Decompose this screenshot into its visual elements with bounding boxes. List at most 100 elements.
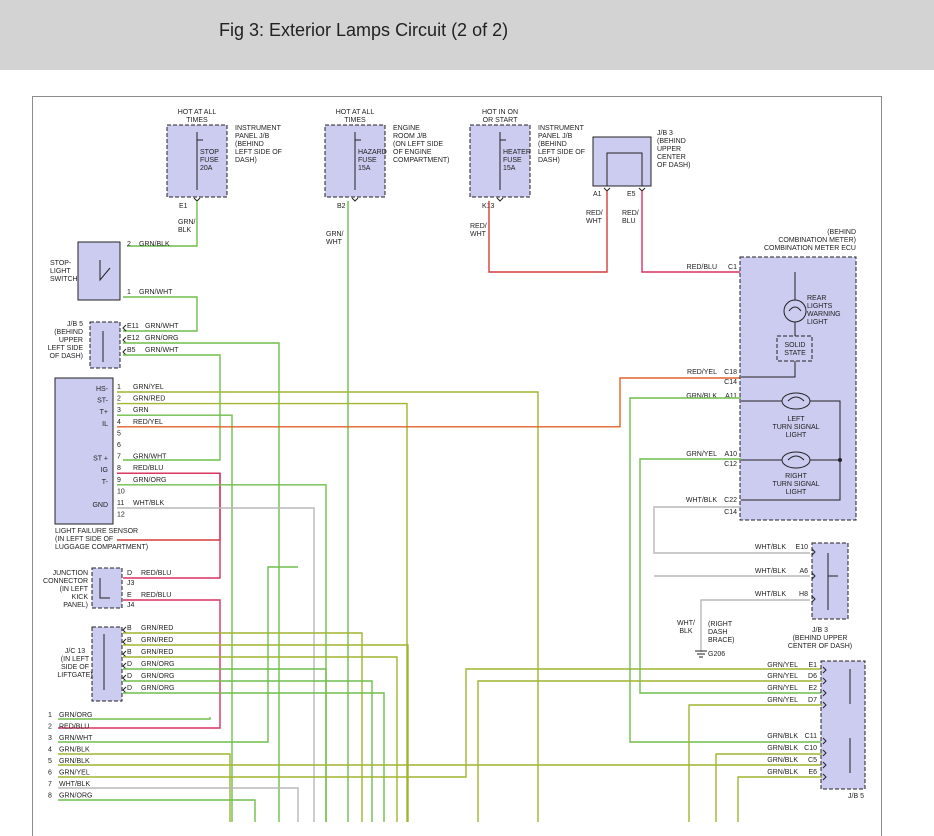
sensor-pin-number: 8 [117,465,121,472]
stop-fuse-fuse-label: 20A [200,165,213,172]
jb3-right-pin-label: E10 [796,544,809,551]
left-turn-signal-label: LEFT [787,416,805,423]
stop-fuse-location-label: DASH) [235,157,257,164]
rear-lights-warning-label: REAR [807,295,826,302]
jb3-right-wire-label: WHT/BLK [755,568,786,575]
jb3-right-wire-label: WHT/BLK [755,544,786,551]
hazard-fuse-fuse-label: 15A [358,165,371,172]
rear-lights-warning-label: WARNING [807,311,841,318]
bottom-left-pin-number: 2 [48,724,52,731]
sensor-terminal-label: ST- [97,398,109,405]
bottom-left-wire-label: GRN/WHT [59,735,93,742]
heater-fuse-location-label: PANEL J/B [538,133,573,140]
left-turn-signal-label: LIGHT [786,432,807,439]
sensor-terminal-label: GND [92,502,108,509]
jc13-label: J/C 13 [65,648,85,655]
jb5-left-box [89,321,121,369]
wire-bl-3 [58,566,298,743]
jb3-right-label: J/B 3 [812,627,828,634]
junction-label: JUNCTION [53,570,88,577]
heater-fuse-wire-label: WHT [470,231,487,238]
jc13-pin-letter: B [127,625,132,632]
bottom-left-wire-label: GRN/BLK [59,747,90,754]
right-turn-signal-label: TURN SIGNAL [772,481,819,488]
stoplight-switch-label: SWITCH [50,276,78,283]
jc13-pin-mark [122,650,127,658]
jb5-left-wire-label: GRN/WHT [145,347,179,354]
wire-jc13-4 [123,668,327,822]
wire-jc13-2 [123,644,409,822]
sensor-pin-number: 1 [117,384,121,391]
jc13-label: (IN LEFT [61,656,90,663]
jb5-right-pin-mark [822,761,827,769]
jb3-top-box [592,136,652,187]
junction-label: PANEL) [63,602,88,609]
junction-pin-letter: D [127,570,132,577]
jb5-left-pin-mark [122,324,127,332]
stoplight-wire-grn-blk: GRN/BLK [139,241,170,248]
junction-connector-id: J4 [127,602,135,609]
jb3-right-label: (BEHIND UPPER [793,635,848,642]
stoplight-switch-contact [99,260,111,282]
jb5-right-pin-label: D6 [808,673,817,680]
heater-fuse-location-label: (BEHIND [538,141,567,148]
jb5-right-pin-mark [822,677,827,685]
jc13-pin-mark [122,638,127,646]
jb3-right-pin-mark [811,572,816,580]
sensor-label: (IN LEFT SIDE OF [55,536,113,543]
ground-name: G206 [708,651,725,658]
meter-internal-wiring [741,272,796,378]
jb5-left-pin-mark [122,348,127,356]
jb5-right-wire-label: GRN/YEL [767,697,798,704]
jb5-right-wire-label: GRN/BLK [767,745,798,752]
jb5-left-pin-label: E11 [127,323,139,330]
bottom-left-wire-label: GRN/YEL [59,770,90,777]
meter-pin-label: C14 [724,509,737,516]
jc13-wire-label: GRN/RED [141,625,173,632]
stop-fuse-location-label: PANEL J/B [235,133,270,140]
sensor-pin-number: 11 [117,500,124,507]
sensor-terminal-label: ST + [93,456,108,463]
stop-fuse-hot-label: TIMES [186,117,208,124]
jb3-right-pin-label: H8 [799,591,808,598]
wire-bl-7 [58,787,299,822]
wire-meter-a10 [639,458,822,694]
right-turn-signal-label: LIGHT [786,489,807,496]
jb5-right-wire-label: GRN/BLK [767,757,798,764]
jb5-right-pin-label: C11 [805,733,817,740]
jb3-top-bus [606,152,643,186]
rear-lights-warning-filament [788,306,802,312]
stop-fuse-pin-label: E1 [179,203,188,210]
meter-pin-label: A11 [725,393,737,400]
sensor-terminal-label: HS- [96,386,109,393]
junction-box [91,567,123,609]
solid-state-label: SOLID [784,342,805,349]
stoplight-switch-label: STOP- [50,260,72,267]
right-turn-signal-label: RIGHT [785,473,808,480]
ground-location-label: (RIGHT [708,621,733,628]
jb5-right-wire-label: GRN/BLK [767,769,798,776]
jc13-pin-letter: D [127,661,132,668]
wire-jb5-c10 [715,753,822,822]
wire-jb5-e6 [737,776,822,822]
jb3-top-label: (BEHIND [657,138,686,145]
heater-fuse-pin-label: K13 [482,203,495,210]
wire-sensor-gnd [117,507,315,822]
solid-state-box [776,335,813,362]
wire-jb5-b5 [123,354,221,461]
jb5-right-pin-mark [822,666,827,674]
ground-location-label: BRACE) [708,637,734,644]
wire-meter-c22 [653,506,810,554]
stop-fuse-fuse-label: STOP [200,149,219,156]
jb3-right-label: CENTER OF DASH) [788,643,852,650]
jc13-pin-mark [122,686,127,694]
combination-meter-title: COMBINATION METER) [778,237,856,244]
jb5-left-label: (BEHIND [54,329,83,336]
right-turn-signal-filament [787,455,805,461]
jb3-top-label: UPPER [657,146,681,153]
stoplight-wire-grn-wht: GRN/WHT [139,289,173,296]
rear-lights-warning-label: LIGHTS [807,303,833,310]
combination-meter-title: COMBINATION METER ECU [764,245,856,252]
meter-wire-label: GRN/YEL [686,451,717,458]
